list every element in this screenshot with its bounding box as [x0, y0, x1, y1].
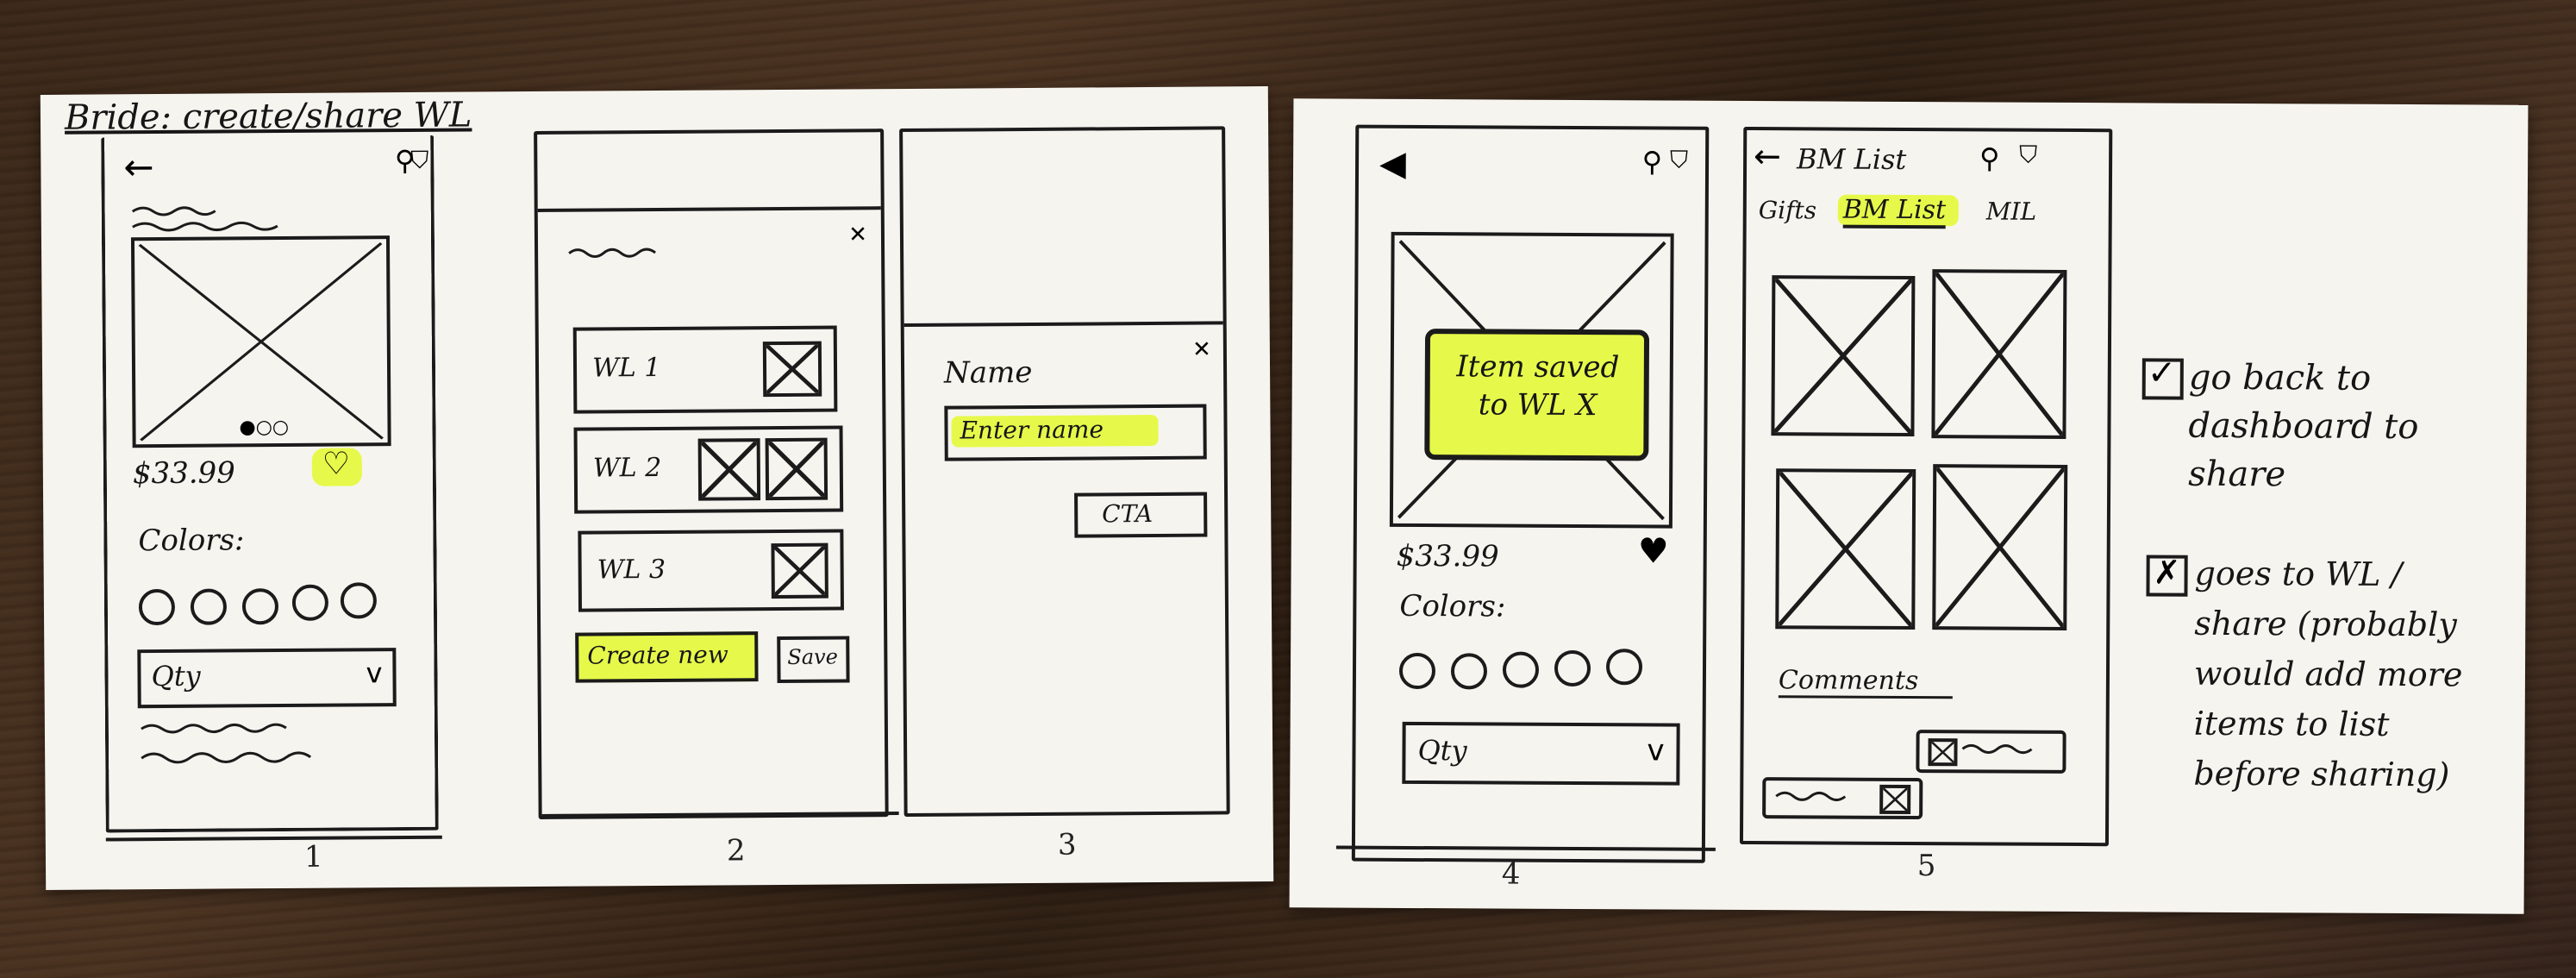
product-image[interactable]: ●○○	[130, 235, 391, 448]
qty-dropdown[interactable]: Qty v	[137, 648, 397, 709]
wishlist-name: WL 3	[597, 554, 666, 586]
create-new-button[interactable]: Create new	[575, 631, 759, 683]
header-title: BM List	[1797, 142, 1907, 176]
checkbox-crossed-icon: ✗	[2146, 553, 2188, 597]
tab-gifts[interactable]: Gifts	[1758, 196, 1817, 225]
price: $33.99	[1396, 538, 1499, 574]
back-arrow-icon[interactable]: ←	[123, 146, 154, 189]
left-sketch-sheet: Bride: create/share WL ← ⚲ ⛉ ●○○ $33.99 …	[40, 86, 1274, 890]
screen-3-number: 3	[1057, 827, 1077, 862]
comment-avatar	[1879, 784, 1911, 815]
screen-2-number: 2	[726, 833, 746, 868]
close-icon[interactable]: ✕	[848, 222, 868, 248]
color-swatch[interactable]	[1398, 652, 1436, 690]
cta-button[interactable]: CTA	[1074, 492, 1208, 538]
close-icon[interactable]: ✕	[1191, 336, 1211, 363]
favorite-heart-icon[interactable]: ♡	[322, 446, 351, 482]
save-button[interactable]: Save	[777, 636, 850, 684]
color-swatch[interactable]	[138, 588, 176, 626]
screen-1-number: 1	[303, 839, 323, 875]
color-swatch[interactable]	[1605, 649, 1643, 686]
color-swatch[interactable]	[241, 588, 279, 625]
create-new-label: Create new	[587, 640, 728, 670]
note-1: go back to dashboard to share	[2188, 357, 2419, 495]
wishlist-row[interactable]: WL 3	[578, 529, 844, 612]
wishlist-name: WL 1	[591, 352, 661, 384]
checkbox-checked-icon: ✓	[2141, 353, 2184, 400]
lock-icon[interactable]: ⛉	[2019, 140, 2038, 169]
search-icon[interactable]: ⚲	[1641, 145, 1663, 179]
color-swatch[interactable]	[1450, 653, 1488, 690]
name-label: Name	[943, 354, 1033, 391]
screen-5-number: 5	[1916, 849, 1936, 884]
screen-3-frame: ✕ Name Enter name CTA	[899, 126, 1230, 818]
note-2: goes to WL / share (probably would add m…	[2193, 554, 2463, 794]
back-arrow-icon[interactable]: ←	[1754, 137, 1782, 176]
gift-item-thumbnail[interactable]	[1775, 468, 1916, 630]
tab-mil[interactable]: MIL	[1985, 197, 2037, 226]
cart-icon[interactable]: ⛉	[410, 145, 429, 174]
sheet-title-squiggle	[568, 248, 657, 258]
comment-bubble[interactable]	[1762, 777, 1923, 820]
price: $33.99	[132, 455, 235, 492]
title-squiggle	[131, 206, 278, 232]
screen-5-frame: ← BM List ⚲ ⛉ Gifts BM List MIL Comments	[1739, 126, 2113, 847]
screen-4-number: 4	[1501, 856, 1521, 892]
name-placeholder: Enter name	[960, 415, 1104, 445]
colors-label: Colors:	[138, 523, 245, 559]
item-thumbnail	[771, 542, 828, 599]
color-swatch[interactable]	[340, 582, 378, 619]
product-image[interactable]: Item saved to WL X	[1389, 231, 1674, 529]
color-swatch[interactable]	[1502, 651, 1540, 688]
cart-icon[interactable]: ⛉	[1669, 145, 1689, 174]
item-thumbnail	[765, 437, 828, 501]
search-icon[interactable]: ⚲	[1979, 141, 2000, 175]
right-sketch-sheet: ◀ ⚲ ⛉ Item saved to WL X $33.99 ♥ Colors…	[1289, 98, 2529, 914]
saved-toast-text: Item saved to WL X	[1456, 349, 1620, 423]
comment-bubble[interactable]	[1916, 730, 2066, 774]
qty-label: Qty	[1417, 734, 1467, 768]
color-swatch[interactable]	[291, 584, 329, 621]
comment-text-squiggle	[1961, 743, 2033, 755]
item-thumbnail	[697, 438, 761, 501]
saved-toast: Item saved to WL X	[1424, 329, 1650, 461]
comment-text-squiggle	[1775, 791, 1847, 802]
overlay-top-edge	[537, 206, 881, 212]
color-swatch[interactable]	[190, 588, 228, 625]
chevron-down-icon: v	[366, 656, 383, 690]
name-input[interactable]: Enter name	[944, 404, 1207, 461]
screen-1-frame: ← ⚲ ⛉ ●○○ $33.99 ♡ Colors: Qty v	[101, 135, 439, 833]
wishlist-row[interactable]: WL 2	[573, 425, 844, 514]
cta-label: CTA	[1102, 498, 1154, 529]
chevron-down-icon: v	[1647, 733, 1665, 768]
wishlist-row[interactable]: WL 1	[572, 325, 838, 414]
color-swatch[interactable]	[1554, 649, 1591, 687]
qty-dropdown[interactable]: Qty v	[1402, 721, 1680, 786]
baseline	[105, 835, 442, 842]
gift-item-thumbnail[interactable]	[1931, 269, 2067, 439]
gift-item-thumbnail[interactable]	[1771, 275, 1916, 437]
screen-2-frame: ✕ WL 1 WL 2 WL 3 Create new Save	[534, 129, 889, 819]
carousel-dots[interactable]: ●○○	[239, 416, 290, 439]
tab-bm-list[interactable]: BM List	[1842, 194, 1947, 229]
item-thumbnail	[762, 341, 822, 398]
description-squiggle	[141, 723, 312, 764]
comment-avatar	[1928, 738, 1958, 767]
overlay-top-edge	[903, 321, 1223, 327]
screen-4-frame: ◀ ⚲ ⛉ Item saved to WL X $33.99 ♥ Colors…	[1351, 124, 1710, 863]
back-arrow-icon[interactable]: ◀	[1379, 143, 1406, 184]
wishlist-name: WL 2	[592, 452, 662, 484]
qty-label: Qty	[151, 659, 201, 693]
sheet-title: Bride: create/share WL	[64, 95, 472, 138]
gift-item-thumbnail[interactable]	[1932, 464, 2068, 630]
comments-label: Comments	[1778, 665, 1954, 699]
colors-label: Colors:	[1399, 588, 1506, 624]
save-label: Save	[787, 644, 838, 669]
favorite-heart-icon[interactable]: ♥	[1637, 531, 1669, 572]
